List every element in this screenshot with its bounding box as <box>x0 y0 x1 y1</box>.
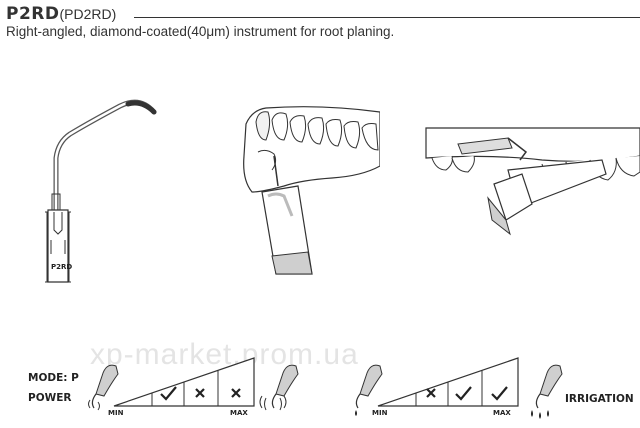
power-scale <box>88 357 299 411</box>
irrigation-level-3-check-icon <box>491 386 508 401</box>
tip-marking: P2RD <box>51 263 73 271</box>
page-title: P2RD(PD2RD) <box>6 4 116 24</box>
irrigation-level-2-check-icon <box>455 386 472 401</box>
product-description: Right-angled, diamond-coated(40μm) instr… <box>6 24 395 39</box>
irrigation-label: IRRIGATION <box>565 393 634 405</box>
lower-jaw-illustration <box>243 106 380 275</box>
upper-jaw-illustration <box>425 127 640 236</box>
irrigation-scale <box>355 357 563 419</box>
power-max-label: MAX <box>230 409 248 417</box>
mode-label: MODE: P <box>28 372 79 384</box>
power-label: POWER <box>28 392 72 404</box>
scaler-tip-illustration <box>45 99 157 283</box>
power-min-label: MIN <box>108 409 124 417</box>
product-alt-code: (PD2RD) <box>59 6 117 22</box>
power-level-2-cross-icon <box>195 388 205 398</box>
power-level-3-cross-icon <box>231 388 241 398</box>
irrigation-min-label: MIN <box>372 409 388 417</box>
product-code: P2RD <box>6 4 60 24</box>
irrigation-level-1-cross-icon <box>426 388 436 398</box>
power-level-1-check-icon <box>160 386 177 401</box>
irrigation-max-label: MAX <box>493 409 511 417</box>
title-divider <box>134 17 640 18</box>
